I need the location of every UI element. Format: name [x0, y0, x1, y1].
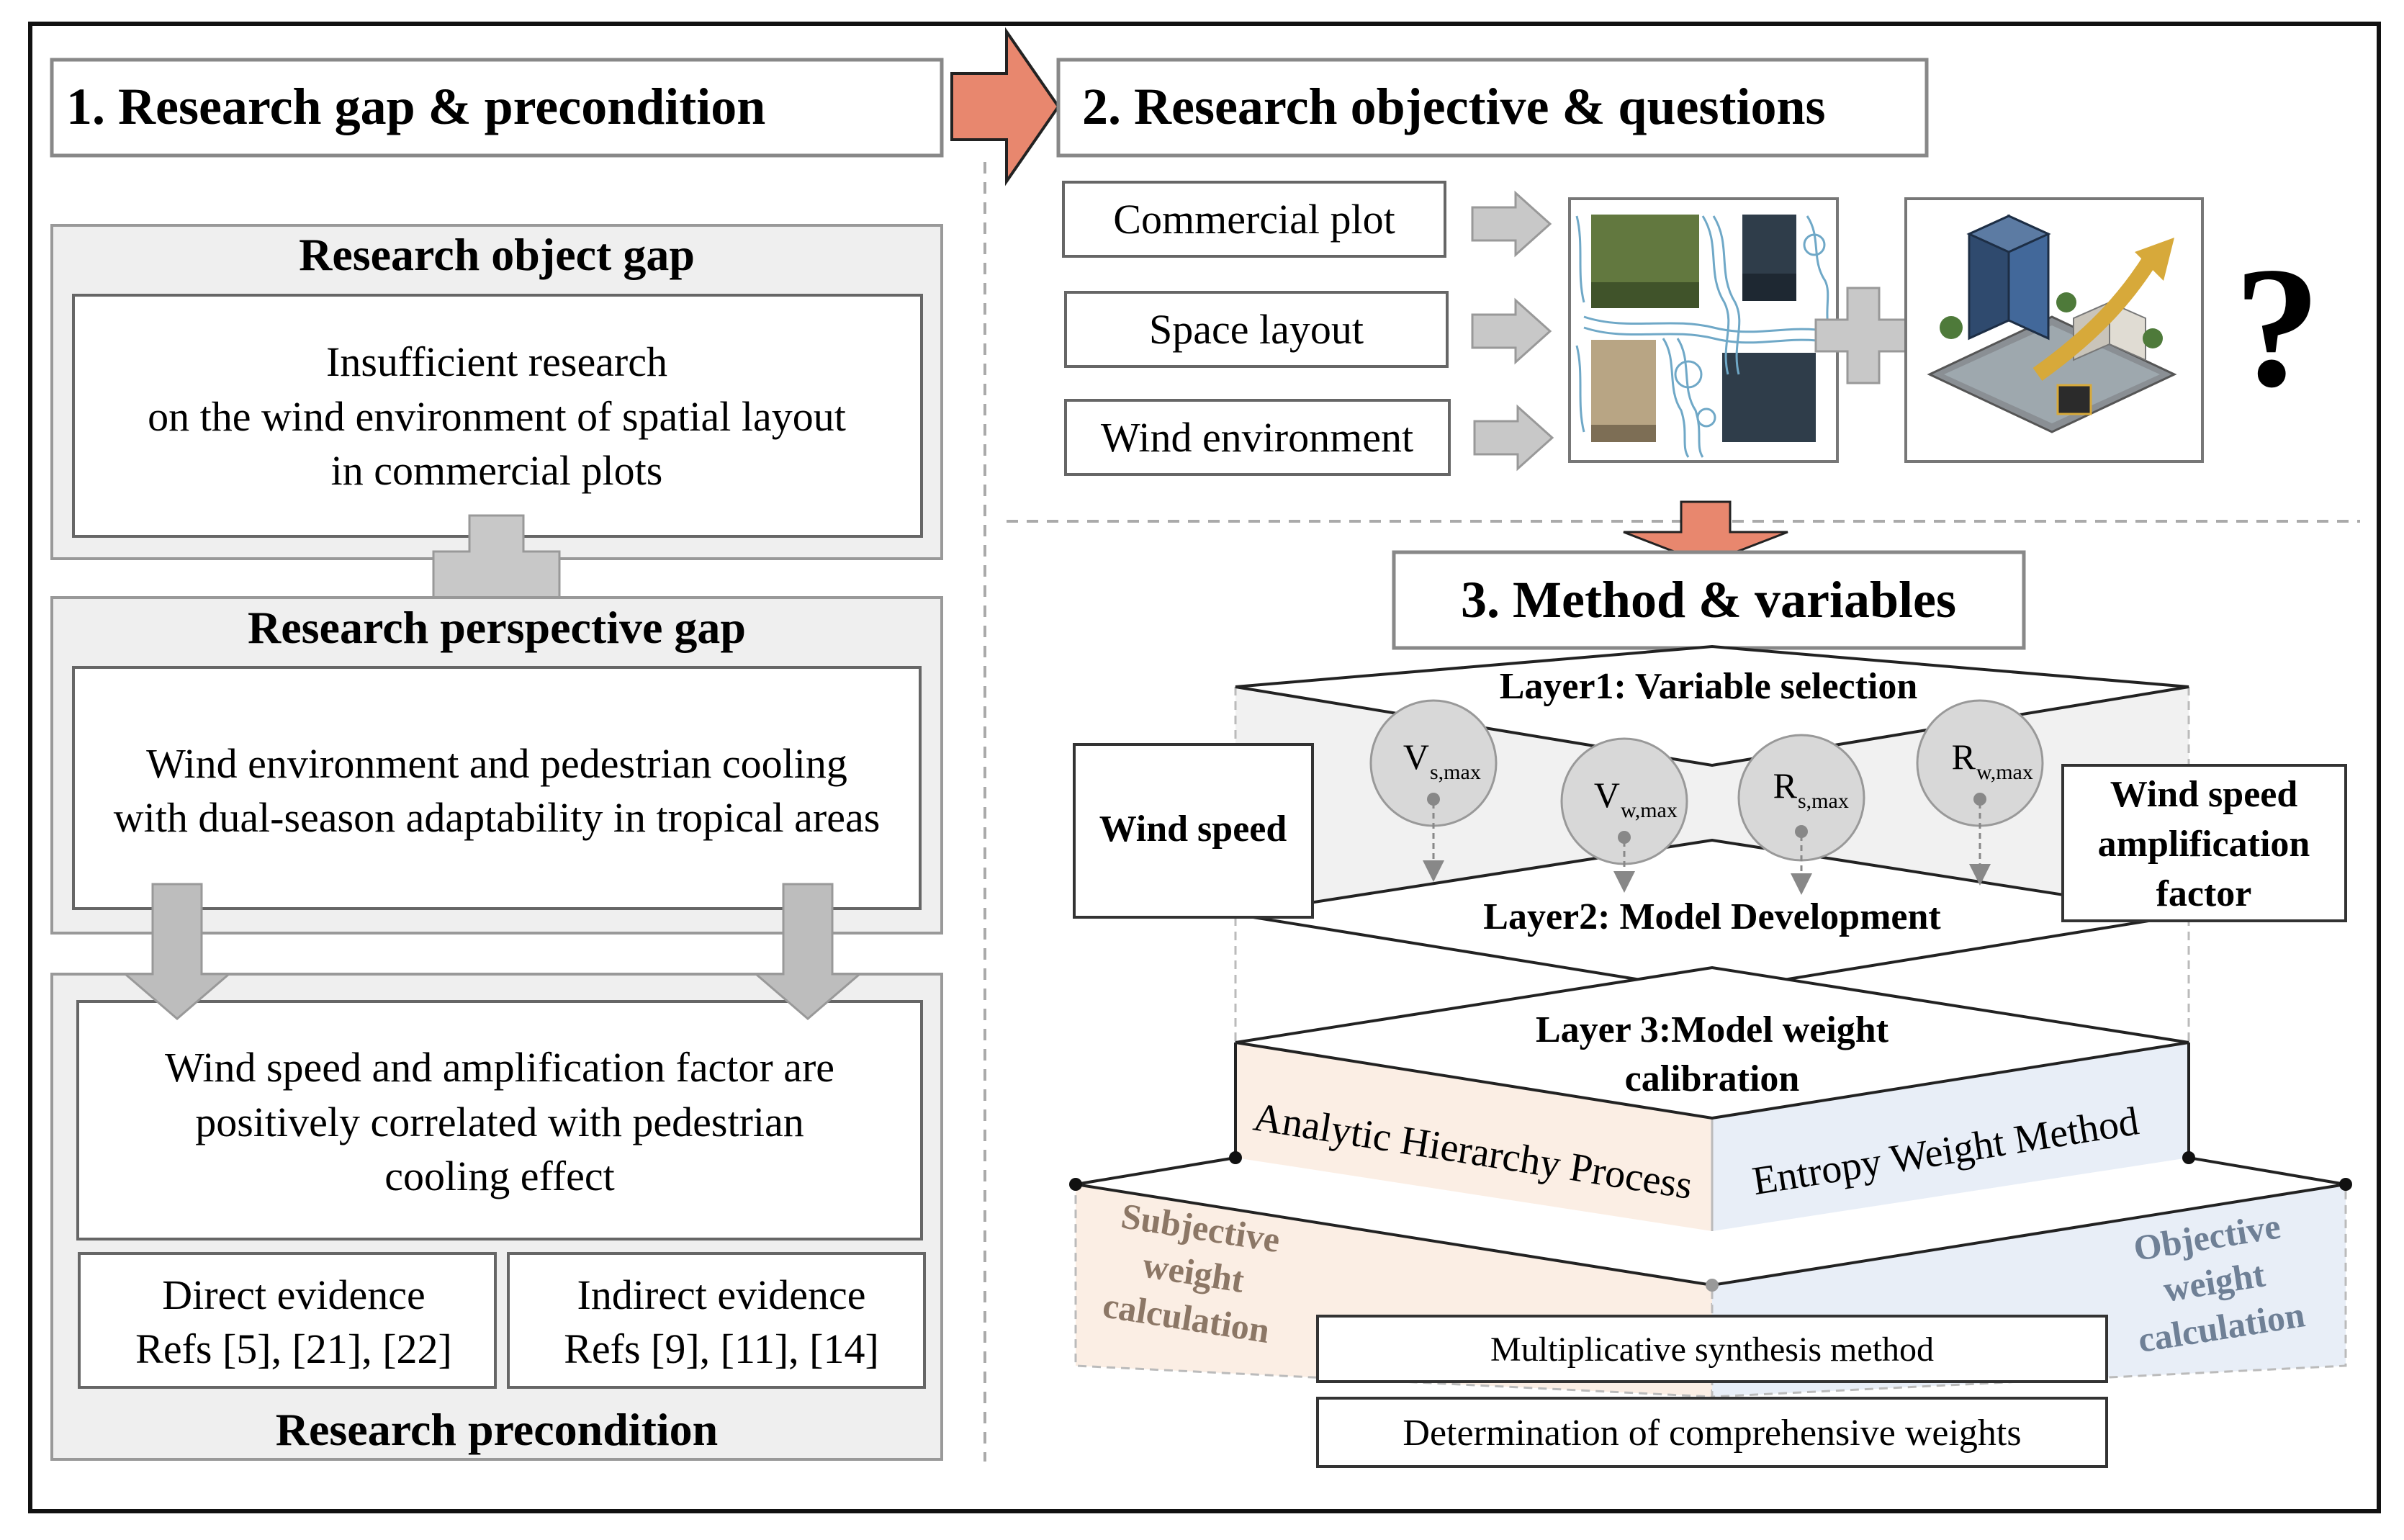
object-gap-line-3: in commercial plots: [331, 447, 663, 494]
object-gap-box: [72, 294, 923, 538]
orange-down-arrow: [1623, 500, 1788, 565]
direct-evidence-title: Direct evidence: [162, 1271, 426, 1318]
section1: 1. Research gap & precondition Research …: [50, 58, 944, 1461]
down-arrow-left: [122, 883, 233, 1020]
indirect-evidence-box: [507, 1252, 926, 1389]
direct-evidence-refs: Refs [5], [21], [22]: [135, 1325, 452, 1372]
object-gap-line-2: on the wind environment of spatial layou…: [148, 393, 846, 440]
question-mark: ?: [2234, 231, 2320, 423]
variable-vwmax: V w,max: [1560, 737, 1688, 893]
perspective-gap-line-2: with dual-season adaptability in tropica…: [114, 794, 881, 841]
precondition-title: Research precondition: [276, 1404, 719, 1455]
label-wind-environment: Wind environment: [1101, 414, 1413, 461]
variable-rsmax: R s,max: [1737, 734, 1865, 895]
section1-header-box: [50, 58, 944, 158]
gray-arrow-3: [1473, 404, 1554, 472]
precondition-line-2: positively correlated with pedestrian: [195, 1099, 804, 1145]
section3: 3. Method & variables Layer1: Variable s…: [1069, 550, 2352, 1468]
wind-speed-label: Wind speed: [1099, 809, 1287, 850]
determination-label: Determination of comprehensive weights: [1403, 1413, 2021, 1454]
section1-header: 1. Research gap & precondition: [66, 78, 765, 135]
node-right-inner: [2182, 1151, 2195, 1164]
gray-arrow-1: [1471, 190, 1552, 258]
svg-text:s,max: s,max: [1430, 760, 1481, 784]
node-left-inner: [1229, 1151, 1242, 1164]
layer2-label: Layer2: Model Development: [1483, 896, 1941, 937]
amplification-line-1: Wind speed: [2110, 774, 2298, 815]
label-box-commercial: [1062, 181, 1446, 258]
precondition-box: [76, 1000, 923, 1240]
node-center: [1706, 1279, 1719, 1292]
perspective-gap-box: [72, 666, 922, 910]
determination-box: [1316, 1397, 2108, 1468]
precondition-line-1: Wind speed and amplification factor are: [165, 1044, 834, 1091]
svg-text:s,max: s,max: [1798, 789, 1849, 813]
amplification-line-3: factor: [2156, 873, 2252, 914]
indirect-evidence-refs: Refs [9], [11], [14]: [564, 1325, 879, 1372]
direct-evidence-box: [78, 1252, 497, 1389]
label-commercial-plot: Commercial plot: [1113, 196, 1395, 243]
ahp-wall: [1235, 1043, 1712, 1231]
section3-header: 3. Method & variables: [1461, 571, 1956, 629]
label-space-layout: Space layout: [1149, 306, 1364, 353]
amplification-line-2: amplification: [2098, 824, 2310, 865]
ewm-wall: [1712, 1043, 2189, 1231]
object-gap-title: Research object gap: [299, 229, 695, 280]
object-gap-line-1: Insufficient research: [326, 338, 667, 385]
section2: 2. Research objective & questions Commer…: [1056, 58, 2320, 476]
section2-header-box: [1056, 58, 1929, 158]
layer1-label: Layer1: Variable selection: [1500, 666, 1918, 707]
indirect-evidence-title: Indirect evidence: [577, 1271, 866, 1318]
svg-text:w,max: w,max: [1621, 798, 1678, 822]
svg-text:w,max: w,max: [1976, 760, 2033, 784]
down-arrow-right: [752, 883, 863, 1020]
label-box-space: [1064, 291, 1449, 368]
section2-header: 2. Research objective & questions: [1082, 78, 1826, 135]
svg-text:V: V: [1403, 737, 1429, 777]
layer3-label-2: calibration: [1625, 1058, 1800, 1099]
svg-text:V: V: [1594, 775, 1620, 815]
node-left: [1069, 1178, 1082, 1191]
layer3-label-1: Layer 3:Model weight: [1536, 1009, 1889, 1050]
plus-icon-right: [1814, 287, 1912, 384]
orange-right-arrow: [950, 27, 1061, 186]
synthesis-box: [1316, 1315, 2108, 1383]
wind-speed-box: [1073, 743, 1314, 919]
building-growth-icon: [1904, 197, 2204, 463]
synthesis-label: Multiplicative synthesis method: [1490, 1330, 1934, 1369]
gray-arrow-2: [1471, 297, 1552, 365]
section3-header-box: [1392, 550, 2026, 650]
node-right: [2339, 1178, 2352, 1191]
variable-rwmax: R w,max: [1916, 699, 2044, 886]
variable-vsmax: V s,max: [1369, 699, 1498, 882]
svg-text:R: R: [1773, 765, 1798, 806]
precondition-line-3: cooling effect: [384, 1153, 614, 1199]
svg-text:R: R: [1952, 737, 1976, 777]
layer1-diamond: [1235, 644, 2189, 767]
wind-flow-illustration-icon: [1568, 197, 1839, 463]
perspective-gap-line-1: Wind environment and pedestrian cooling: [146, 740, 847, 787]
label-box-wind: [1064, 399, 1451, 476]
perspective-gap-title: Research perspective gap: [248, 602, 746, 653]
amplification-box: [2061, 764, 2347, 922]
